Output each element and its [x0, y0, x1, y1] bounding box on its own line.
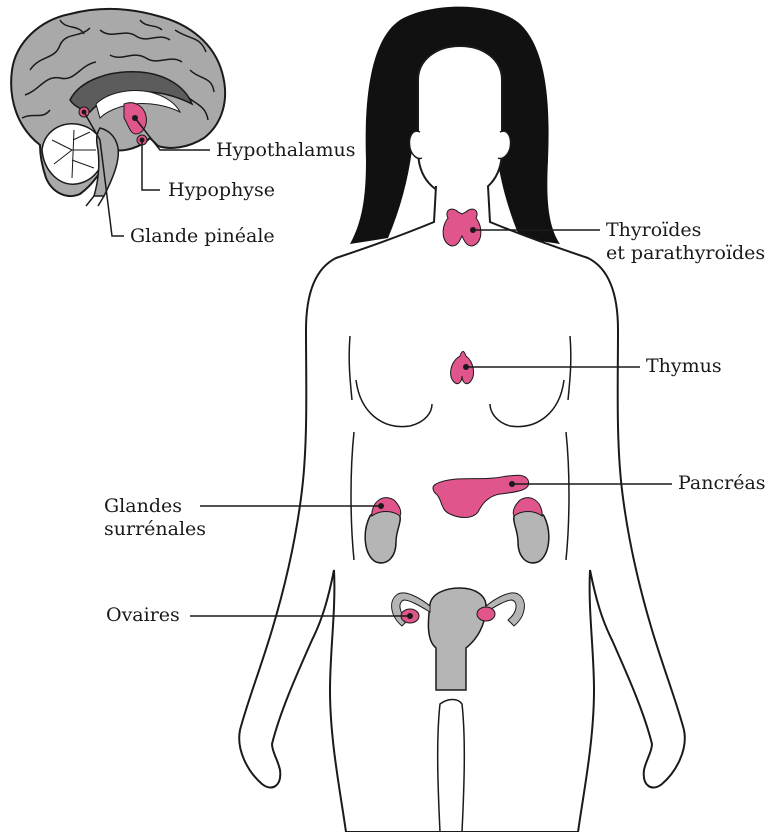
thymus-label: Thymus — [646, 355, 722, 378]
pancreas-label: Pancréas — [678, 472, 766, 495]
ovary-right — [477, 607, 495, 621]
thyroides-text-line1: Thyroïdes — [606, 219, 765, 242]
hypothalamus-label: Hypothalamus — [216, 139, 356, 162]
pancreas-text: Pancréas — [678, 472, 766, 495]
spinal-cord — [86, 196, 104, 206]
face — [418, 46, 502, 196]
ovaires-text: Ovaires — [106, 604, 180, 627]
thyroides-text-line2: et parathyroïdes — [606, 242, 765, 265]
hypothalamus-text: Hypothalamus — [216, 139, 356, 162]
pineale-text: Glande pinéale — [130, 225, 275, 248]
surrenales-label: Glandes surrénales — [104, 495, 206, 541]
thyroides-label: Thyroïdes et parathyroïdes — [606, 219, 765, 265]
hypophyse-text: Hypophyse — [168, 179, 275, 202]
pineale-label: Glande pinéale — [130, 225, 275, 248]
thymus-text: Thymus — [646, 355, 722, 378]
surrenales-text-line2: surrénales — [104, 518, 206, 541]
hypophyse-label: Hypophyse — [168, 179, 275, 202]
ovaires-label: Ovaires — [106, 604, 180, 627]
surrenales-text-line1: Glandes — [104, 495, 206, 518]
brain-inset — [11, 9, 225, 206]
